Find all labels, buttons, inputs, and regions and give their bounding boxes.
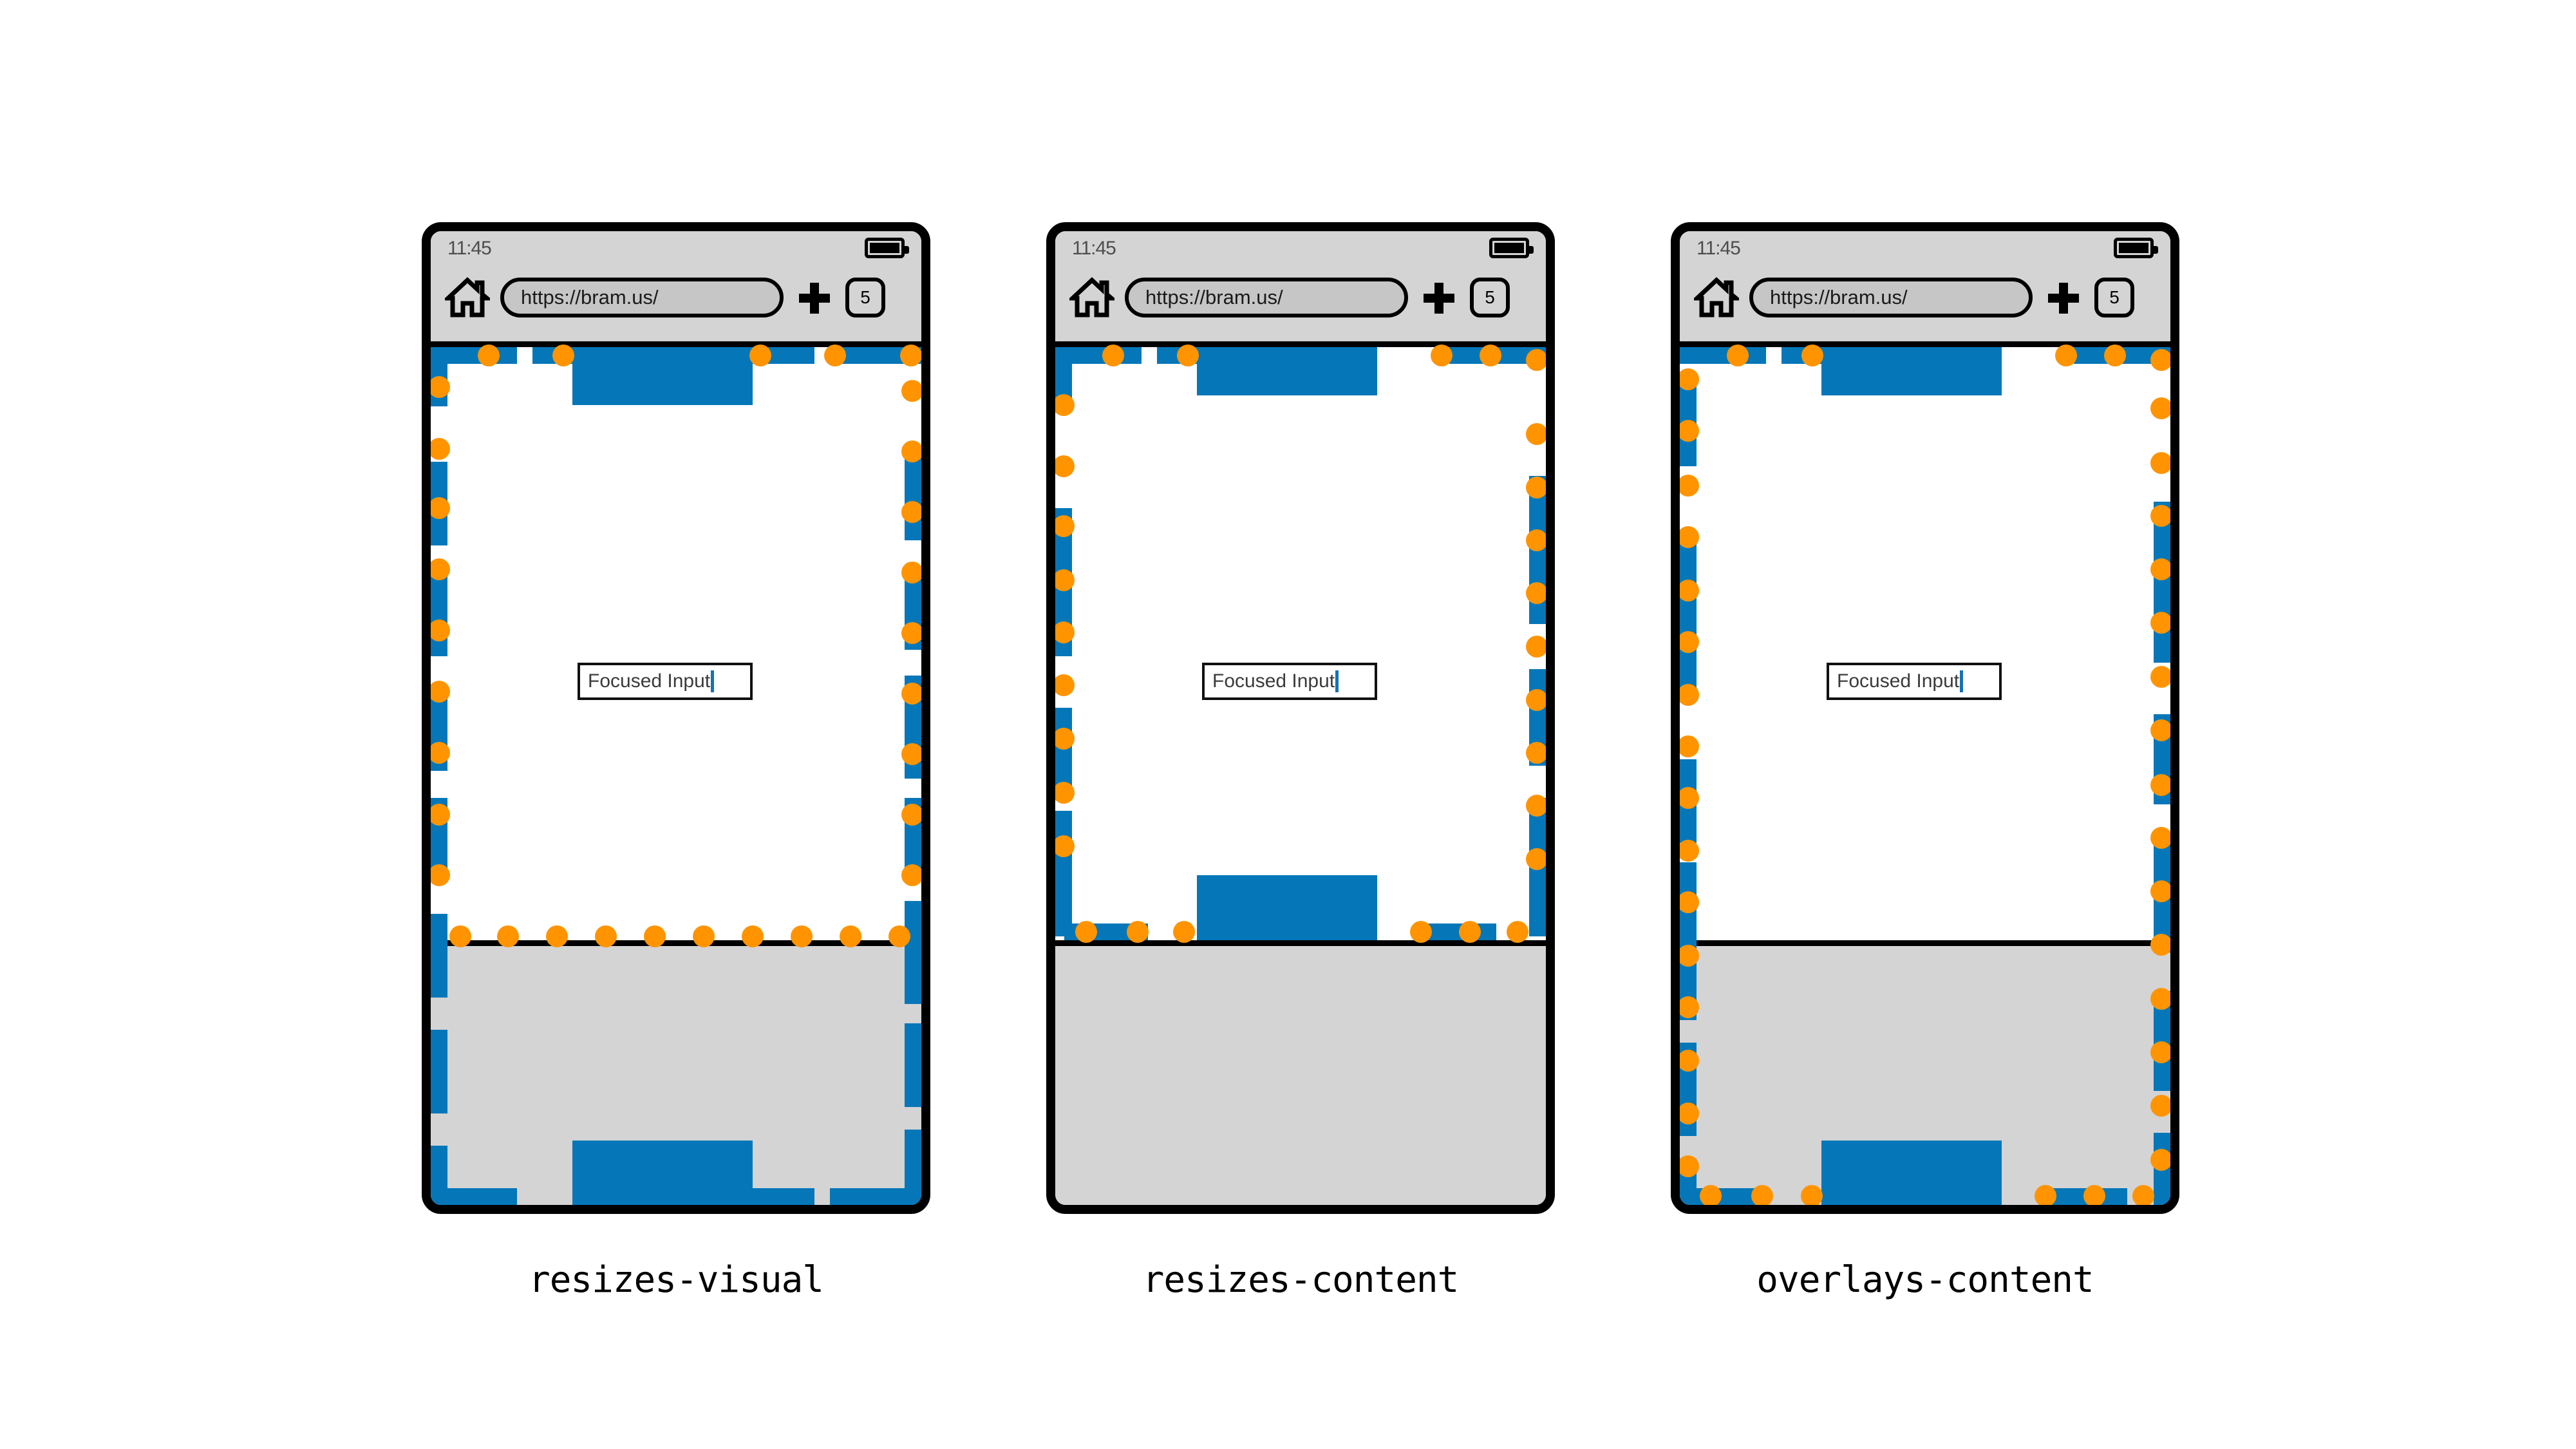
- text-caret: [1960, 670, 1964, 692]
- plus-icon[interactable]: [799, 283, 830, 314]
- status-clock: 11:45: [1072, 238, 1116, 259]
- address-bar-url: https://bram.us/: [1770, 286, 1908, 308]
- browser-chrome: 11:45 https://bram.us/ 5: [1055, 231, 1546, 347]
- virtual-keyboard[interactable]: [431, 946, 921, 1205]
- address-bar[interactable]: https://bram.us/: [500, 278, 784, 317]
- status-bar: 11:45: [1055, 231, 1546, 266]
- caption-resizes-visual: resizes-visual: [528, 1259, 824, 1301]
- browser-toolbar: https://bram.us/ 5: [1055, 266, 1546, 342]
- home-icon[interactable]: [1067, 275, 1118, 317]
- caption-overlays-content: overlays-content: [1756, 1259, 2094, 1301]
- browser-chrome: 11:45 https://bram.us/ 5: [1680, 231, 2170, 347]
- web-content-viewport: [1680, 347, 2170, 946]
- battery-full-icon: [1489, 238, 1534, 258]
- tab-counter-button[interactable]: 5: [845, 278, 885, 317]
- status-bar: 11:45: [1680, 231, 2170, 266]
- text-caret: [1335, 670, 1339, 692]
- browser-chrome: 11:45 https://bram.us/ 5: [431, 231, 921, 347]
- address-bar[interactable]: https://bram.us/: [1749, 278, 2033, 317]
- home-icon[interactable]: [1691, 275, 1742, 317]
- plus-icon[interactable]: [2048, 283, 2079, 314]
- address-bar-url: https://bram.us/: [521, 286, 659, 308]
- focused-input-value: Focused Input: [588, 670, 711, 692]
- status-bar: 11:45: [431, 231, 921, 266]
- virtual-keyboard[interactable]: [1680, 946, 2170, 1205]
- focused-input-value: Focused Input: [1837, 670, 1960, 692]
- tab-counter-button[interactable]: 5: [1470, 278, 1510, 317]
- caption-resizes-content: resizes-content: [1142, 1259, 1460, 1301]
- tab-counter-label: 5: [1485, 287, 1495, 307]
- focused-input-field[interactable]: Focused Input: [578, 663, 753, 700]
- tab-counter-label: 5: [2109, 287, 2120, 307]
- focused-input-field[interactable]: Focused Input: [1202, 663, 1377, 700]
- virtual-keyboard[interactable]: [1055, 946, 1546, 1205]
- web-content-viewport: [1055, 347, 1546, 946]
- battery-full-icon: [865, 238, 909, 258]
- status-clock: 11:45: [447, 238, 492, 259]
- plus-icon[interactable]: [1424, 283, 1454, 314]
- tab-counter-label: 5: [860, 287, 870, 307]
- browser-toolbar: https://bram.us/ 5: [431, 266, 921, 342]
- web-content-viewport: [431, 347, 921, 946]
- status-clock: 11:45: [1697, 238, 1741, 259]
- battery-full-icon: [2114, 238, 2158, 258]
- address-bar[interactable]: https://bram.us/: [1125, 278, 1408, 317]
- home-icon[interactable]: [442, 275, 493, 317]
- browser-toolbar: https://bram.us/ 5: [1680, 266, 2170, 342]
- text-caret: [711, 670, 715, 692]
- focused-input-value: Focused Input: [1212, 670, 1335, 692]
- phone-overlays-content: 11:45 https://bram.us/ 5: [1671, 222, 2179, 1214]
- phone-resizes-visual: 11:45 https://bram.us/ 5: [422, 222, 930, 1214]
- address-bar-url: https://bram.us/: [1145, 286, 1283, 308]
- tab-counter-button[interactable]: 5: [2094, 278, 2134, 317]
- phone-resizes-content: 11:45 https://bram.us/ 5: [1046, 222, 1555, 1214]
- focused-input-field[interactable]: Focused Input: [1827, 663, 2002, 700]
